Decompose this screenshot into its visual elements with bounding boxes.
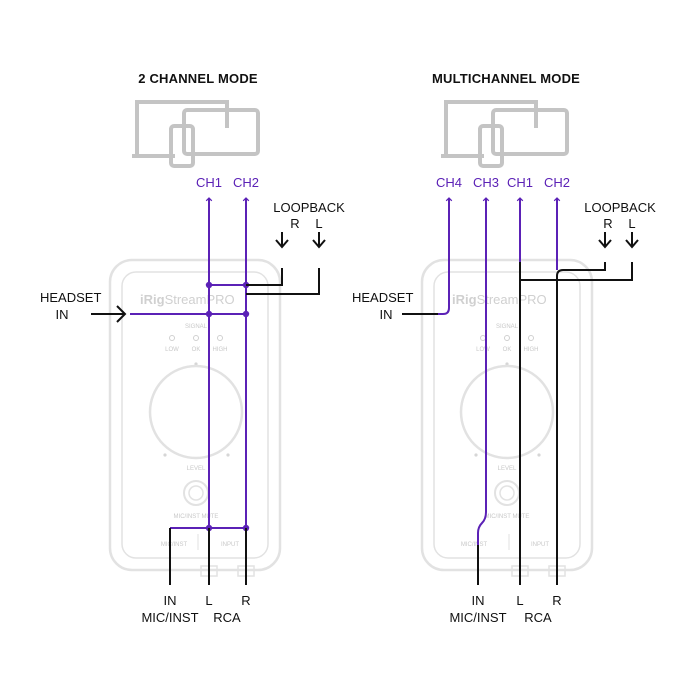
rca-r-label: R [241, 593, 250, 608]
led-label-ok: OK [192, 347, 201, 353]
mute-button [494, 480, 520, 506]
led-high [217, 335, 223, 341]
headset-label: HEADSET [352, 290, 413, 305]
loopback-r-arrow-icon [598, 239, 612, 249]
mute-label: MIC/INST MUTE [485, 514, 530, 520]
level-label: LEVEL [187, 466, 206, 472]
channel-label-ch4: CH4 [436, 175, 462, 190]
mic-port-label: MIC/INST [161, 542, 188, 548]
input-in-label: IN [164, 593, 177, 608]
signal-label: SIGNAL [496, 324, 519, 330]
led-label-low: LOW [165, 347, 179, 353]
panel-title: MULTICHANNEL MODE [432, 71, 580, 86]
input-in-label: IN [472, 593, 485, 608]
rca-right-wire [556, 262, 606, 585]
wire-ch3 [477, 197, 490, 545]
headset-in-label: IN [56, 307, 69, 322]
brand-model: PRO [518, 292, 546, 307]
led-low [169, 335, 175, 341]
led-label-high: HIGH [524, 347, 539, 353]
computer-devices-icon [132, 100, 260, 168]
channel-label-ch1: CH1 [507, 175, 533, 190]
loopback-l-arrow-icon [625, 239, 639, 249]
loopback-label: LOOPBACK [584, 200, 656, 215]
led-low [480, 335, 486, 341]
signal-label: SIGNAL [185, 324, 208, 330]
led-ok [504, 335, 510, 341]
mic-port-label: MIC/INST [461, 542, 488, 548]
headset-in-label: IN [380, 307, 393, 322]
loopback-r-wire [246, 268, 283, 286]
loopback-r-label: R [603, 216, 612, 231]
level-label: LEVEL [498, 466, 517, 472]
loopback-r-label: R [290, 216, 299, 231]
input-port-label: INPUT [221, 542, 239, 548]
brand-bold: iRig [140, 292, 165, 307]
rca-label: RCA [213, 610, 241, 625]
brand-bold: iRig [452, 292, 477, 307]
mute-label: MIC/INST MUTE [174, 514, 219, 520]
led-label-ok: OK [503, 347, 512, 353]
wire-ch4 [438, 197, 453, 315]
device-brand-label: iRigStreamPRO [140, 292, 235, 307]
loopback-l-label: L [628, 216, 635, 231]
device-brand-label: iRigStreamPRO [452, 292, 547, 307]
loopback-l-wire [246, 268, 320, 295]
level-knob [148, 364, 244, 460]
rca-r-label: R [552, 593, 561, 608]
channel-label-ch2: CH2 [544, 175, 570, 190]
svg-text:iRigStreamPRO: iRigStreamPRO [452, 292, 547, 307]
level-knob [459, 364, 555, 460]
loopback-l-label: L [315, 216, 322, 231]
loopback-label: LOOPBACK [273, 200, 345, 215]
rca-l-label: L [205, 593, 212, 608]
input-port-label: INPUT [531, 542, 549, 548]
mic-inst-label: MIC/INST [449, 610, 506, 625]
panel-title: 2 CHANNEL MODE [138, 71, 258, 86]
loopback-r-arrow-icon [275, 239, 289, 249]
channel-label-ch3: CH3 [473, 175, 499, 190]
rca-label: RCA [524, 610, 552, 625]
loopback-l-wire [520, 262, 633, 281]
panel-multichannel: MULTICHANNEL MODE iRigStreamPRO SIGNAL L… [352, 71, 656, 625]
channel-label-ch1: CH1 [196, 175, 222, 190]
panel-two-channel: 2 CHANNEL MODE iRigStreamPRO SIGNAL LOW … [40, 71, 345, 625]
led-label-low: LOW [476, 347, 490, 353]
irig-stream-pro-device: iRigStreamPRO SIGNAL LOW OK HIGH LEVEL M… [108, 258, 282, 577]
headset-arrow-icon [116, 305, 127, 323]
headset-label: HEADSET [40, 290, 101, 305]
irig-stream-pro-device: iRigStreamPRO SIGNAL LOW OK HIGH LEVEL M… [420, 258, 594, 577]
brand-model: PRO [206, 292, 234, 307]
rca-l-label: L [516, 593, 523, 608]
loopback-l-arrow-icon [312, 239, 326, 249]
brand-light: Stream [165, 292, 207, 307]
led-high [528, 335, 534, 341]
mic-inst-label: MIC/INST [141, 610, 198, 625]
svg-text:iRigStreamPRO: iRigStreamPRO [140, 292, 235, 307]
channel-label-ch2: CH2 [233, 175, 259, 190]
led-label-high: HIGH [213, 347, 228, 353]
brand-light: Stream [477, 292, 519, 307]
computer-devices-icon [441, 100, 569, 168]
led-ok [193, 335, 199, 341]
mute-button [183, 480, 209, 506]
